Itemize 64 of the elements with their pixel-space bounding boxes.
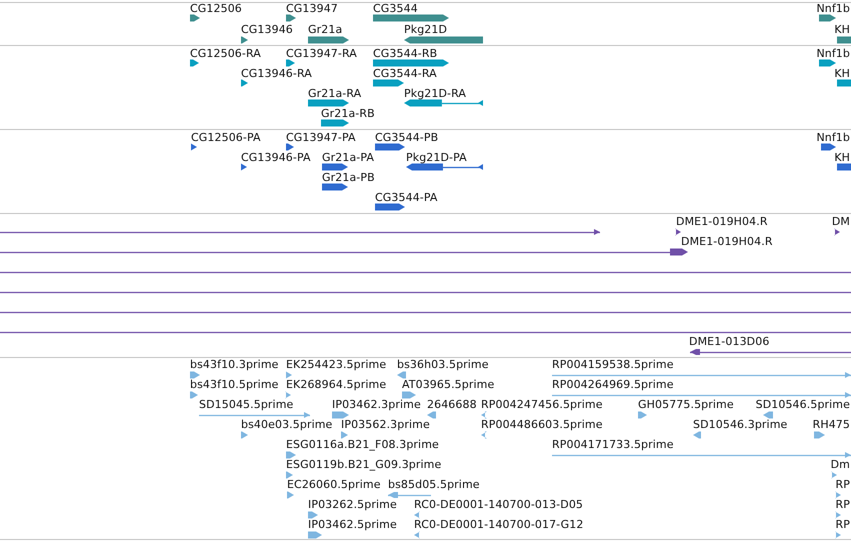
feature-label: RP004486603.5prime <box>481 418 603 431</box>
feature-label: Gr21a-RB <box>321 107 375 120</box>
feature-label: CG3544-PB <box>375 131 438 144</box>
feature-label: Pkg21D-RA <box>404 87 466 100</box>
feature-label: DME1-019H04.R <box>676 215 768 228</box>
feature-label: DME1-013D06 <box>689 335 770 348</box>
feature-label: CG13947-RA <box>286 47 357 60</box>
feature-label: EK268964.5prime <box>286 378 386 391</box>
feature-label: CG13946 <box>241 23 293 36</box>
feature-label: Pkg21D <box>404 23 448 36</box>
feature-label: bs43f10.5prime <box>190 378 279 391</box>
feature-label: DME1-019H04.R <box>681 235 773 248</box>
feature-label: DM <box>832 215 850 228</box>
feature-label: 2646688 <box>427 398 477 411</box>
feature-label: SD10546.5prime <box>756 398 850 411</box>
feature-label: CG3544-RB <box>373 47 438 60</box>
feature-label: AT03965.5prime <box>402 378 494 391</box>
feature-label: KH <box>834 23 850 36</box>
feature-label: SD10546.3prime <box>693 418 788 431</box>
feature-label: ESG0119b.B21_G09.3prime <box>286 458 442 471</box>
feature-label: CG12506 <box>190 2 242 15</box>
feature-label: CG13946-RA <box>241 67 312 80</box>
feature-label: RH475 <box>812 418 850 431</box>
feature-label: bs85d05.5prime <box>388 478 480 491</box>
feature-label: IP03462.3prime <box>332 398 421 411</box>
feature-label: EC26060.5prime <box>287 478 381 491</box>
feature-label: bs43f10.3prime <box>190 358 279 371</box>
feature-label: RP004264969.5prime <box>552 378 674 391</box>
feature-label: CG3544 <box>373 2 418 15</box>
feature-label: IP03262.5prime <box>308 498 397 511</box>
feature-label: Dm <box>830 458 850 471</box>
feature-label: Nnf1b <box>816 2 850 15</box>
feature-label: RP <box>836 478 850 491</box>
feature-label: bs36h03.5prime <box>397 358 489 371</box>
feature-label: bs40e03.5prime <box>241 418 332 431</box>
feature-label: Gr21a-PB <box>322 171 375 184</box>
feature-label: KH <box>834 151 850 164</box>
feature-label: EK254423.5prime <box>286 358 386 371</box>
feature-label: GH05775.5prime <box>638 398 734 411</box>
feature-label: RP <box>836 518 850 531</box>
feature-label: RC0-DE0001-140700-013-D05 <box>414 498 584 511</box>
feature-label: CG12506-RA <box>190 47 261 60</box>
feature-label: SD15045.5prime <box>199 398 294 411</box>
feature-label: RC0-DE0001-140700-017-G12 <box>414 518 584 531</box>
feature-label: CG13947-PA <box>286 131 356 144</box>
feature-label: Gr21a-PA <box>322 151 374 164</box>
feature-label: CG13947 <box>286 2 338 15</box>
feature-label: RP004159538.5prime <box>552 358 674 371</box>
feature-label: IP03462.5prime <box>308 518 397 531</box>
feature-label: IP03562.3prime <box>341 418 430 431</box>
feature-label: CG3544-RA <box>373 67 437 80</box>
feature-label: Gr21a-RA <box>308 87 362 100</box>
feature-label: ESG0116a.B21_F08.3prime <box>286 438 439 451</box>
feature-label: CG3544-PA <box>375 191 438 204</box>
feature-label: Nnf1b <box>816 47 850 60</box>
feature-label: Nnf1b <box>816 131 850 144</box>
feature-label: CG13946-PA <box>241 151 311 164</box>
feature-label: KH <box>834 67 850 80</box>
feature-label: RP <box>836 498 850 511</box>
feature-label: Pkg21D-PA <box>406 151 467 164</box>
feature-label: CG12506-PA <box>191 131 261 144</box>
feature-label: Gr21a <box>308 23 342 36</box>
feature-label: RP004171733.5prime <box>552 438 674 451</box>
feature-label: RP004247456.5prime <box>481 398 603 411</box>
